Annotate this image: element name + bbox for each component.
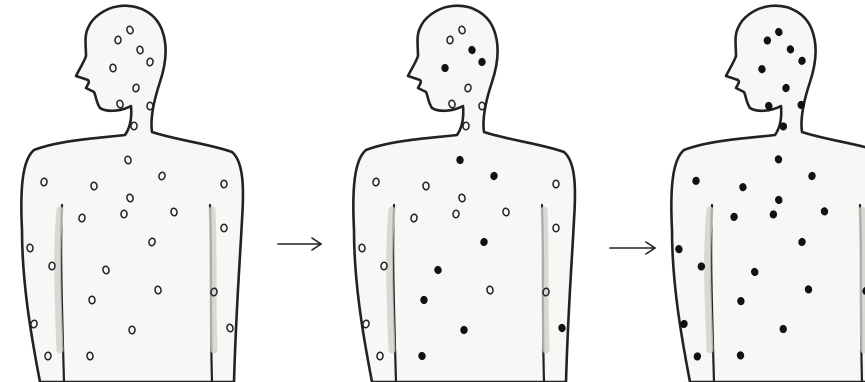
filled-spot	[798, 101, 805, 108]
filled-spot	[739, 183, 746, 191]
filled-spot	[737, 297, 744, 305]
arrow-2	[610, 242, 655, 254]
filled-spot	[441, 64, 448, 72]
filled-spot	[737, 351, 745, 359]
filled-spot	[461, 326, 468, 333]
filled-spot	[780, 325, 787, 332]
filled-spot	[758, 65, 765, 73]
figure-stage-1	[21, 6, 243, 382]
figure-stage-2	[353, 6, 575, 382]
figure-stage-3	[671, 6, 865, 382]
filled-spot	[780, 123, 787, 131]
filled-spot	[764, 37, 771, 45]
filled-spot	[821, 207, 829, 215]
filled-spot	[770, 211, 777, 219]
filled-spot	[798, 57, 805, 65]
filled-spot	[692, 177, 700, 185]
filled-spot	[418, 352, 426, 360]
arrow-1	[278, 238, 321, 250]
filled-spot	[730, 213, 738, 221]
filled-spot	[420, 296, 427, 304]
torso-outline	[671, 6, 865, 382]
filled-spot	[698, 263, 705, 271]
filled-spot	[675, 245, 682, 253]
torso-outline	[353, 6, 575, 382]
filled-spot	[478, 58, 485, 66]
filled-spot	[694, 352, 701, 360]
filled-spot	[805, 285, 813, 293]
